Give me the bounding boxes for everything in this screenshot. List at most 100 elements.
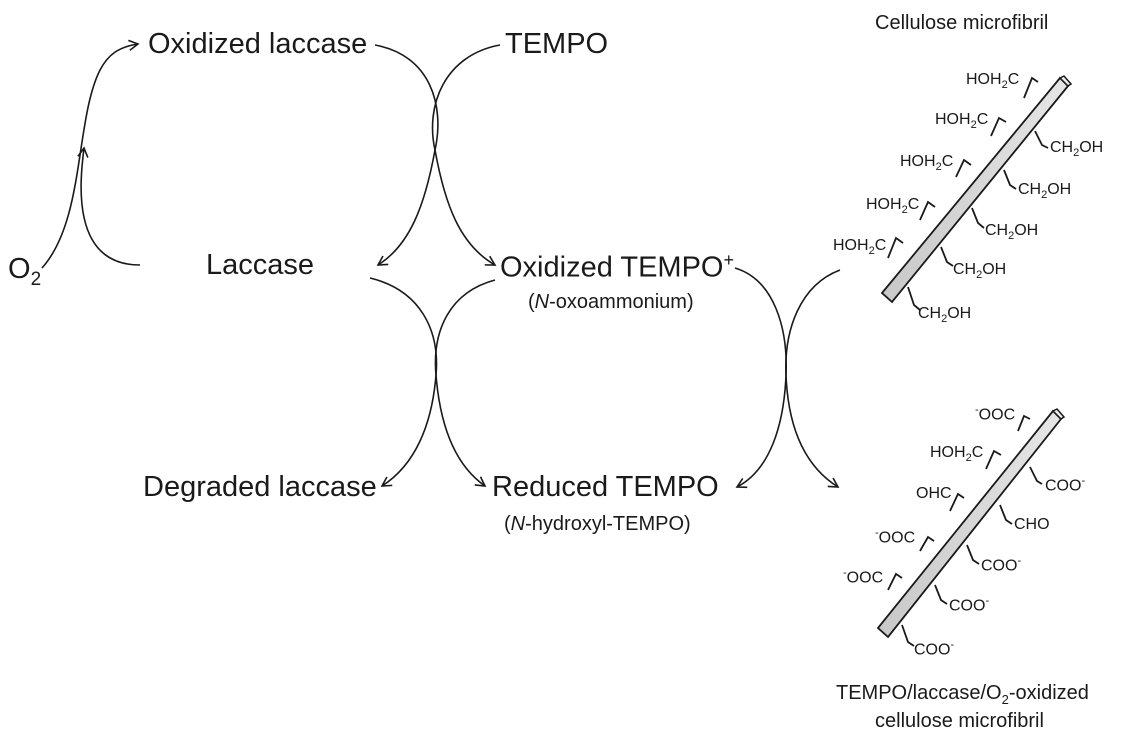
grp-sub: 2: [965, 452, 972, 465]
grp-charge: -: [975, 404, 979, 416]
tempo-label: TEMPO: [505, 28, 609, 60]
arrow-tempo-to-oxidized-tempo: [431, 44, 501, 266]
grp-sub: 2: [941, 313, 948, 326]
grp-a: CH: [1050, 139, 1074, 156]
note-rest: -hydroxyl-TEMPO): [525, 513, 691, 535]
cap-sub: 2: [1001, 692, 1009, 707]
reduced-tempo-label: Reduced TEMPO: [492, 471, 719, 503]
grp-a: OHC: [916, 485, 952, 502]
grp-a: COO: [914, 641, 951, 659]
grp-c: C: [907, 196, 920, 213]
grp-c: OH: [947, 305, 972, 322]
grp-a: HOH: [900, 153, 936, 170]
bottom-right-group: COO-: [949, 596, 989, 614]
grp-a: HOH: [935, 111, 971, 128]
grp-a: OOC: [978, 406, 1016, 424]
top-right-group: CH2OH: [985, 223, 1038, 242]
oxidized-tempo-charge: +: [723, 250, 734, 270]
grp-charge: -: [843, 567, 847, 579]
bottom-left-group: -OOC: [975, 405, 1015, 423]
top-right-group: CH2OH: [1018, 182, 1071, 201]
grp-c: C: [874, 237, 887, 254]
grp-a: OOC: [878, 529, 916, 547]
reduced-tempo-note: (N-hydroxyl-TEMPO): [504, 514, 691, 534]
arrow-tempo-plus-to-reduced: [734, 267, 787, 489]
laccase-label: Laccase: [206, 249, 315, 281]
cellulose-microfibril-rod: [880, 75, 1073, 311]
bottom-right-group: COO-: [1045, 476, 1085, 494]
cap-c: -oxidized: [1008, 682, 1089, 704]
oxidized-tempo-main: Oxidized TEMPO: [500, 251, 724, 284]
note-paren: (: [504, 513, 511, 535]
grp-c: C: [941, 153, 954, 170]
grp-a: CHO: [1014, 516, 1050, 533]
bottom-right-group: CHO: [1014, 517, 1050, 533]
arrow-oxidized-laccase-to-laccase: [374, 44, 439, 266]
grp-charge: -: [1081, 475, 1086, 487]
grp-charge: -: [985, 595, 990, 607]
grp-sub: 2: [901, 204, 908, 217]
grp-a: CH: [985, 222, 1009, 239]
arrow-cellulose-to-oxidized: [785, 269, 841, 488]
oxidized-microfibril-caption-line1: TEMPO/laccase/O2-oxidized: [836, 683, 1089, 706]
grp-a: HOH: [866, 196, 902, 213]
note-rest: -oxoammonium): [549, 291, 694, 313]
o2-label: O2: [8, 255, 41, 289]
note-italic-n: N: [534, 291, 550, 313]
grp-sub: 2: [1041, 189, 1048, 202]
oxidized-tempo-note: (N-oxoammonium): [528, 292, 694, 312]
o2-main: O: [8, 253, 31, 285]
grp-charge: -: [1017, 555, 1022, 567]
grp-charge: -: [875, 527, 879, 539]
oxidized-tempo-label: Oxidized TEMPO+: [500, 251, 734, 283]
oxidized-microfibril-rod: [876, 408, 1066, 647]
bottom-right-group: COO-: [914, 640, 954, 658]
bottom-left-group: HOH2C: [930, 445, 983, 464]
microfibril-title: Cellulose microfibril: [875, 12, 1049, 34]
grp-c: OH: [1047, 181, 1072, 198]
oxidized-microfibril-caption-line2: cellulose microfibril: [875, 710, 1044, 732]
bottom-left-group: -OOC: [843, 568, 883, 586]
arrow-laccase-to-degraded: [369, 277, 438, 487]
grp-c: C: [1007, 71, 1020, 88]
grp-sub: 2: [935, 161, 942, 174]
grp-a: COO: [949, 597, 986, 615]
grp-a: CH: [953, 261, 977, 278]
arrow-laccase-to-oxidized: [77, 146, 141, 266]
grp-sub: 2: [970, 119, 977, 132]
grp-sub: 2: [976, 269, 983, 282]
grp-charge: -: [950, 639, 955, 651]
top-right-group: CH2OH: [1050, 140, 1103, 159]
grp-sub: 2: [1008, 230, 1015, 243]
grp-a: CH: [1018, 181, 1042, 198]
grp-a: HOH: [930, 444, 966, 461]
bottom-right-group: COO-: [981, 556, 1021, 574]
top-left-group: HOH2C: [935, 112, 988, 131]
top-left-group: HOH2C: [900, 154, 953, 173]
grp-c: C: [976, 111, 989, 128]
note-paren: (: [528, 291, 535, 313]
grp-c: OH: [982, 261, 1007, 278]
top-left-group: HOH2C: [833, 238, 886, 257]
grp-a: COO: [981, 557, 1018, 575]
arrow-o2-to-oxidized: [41, 39, 140, 269]
bottom-left-group: -OOC: [875, 528, 915, 546]
grp-a: CH: [918, 305, 942, 322]
note-italic-n: N: [510, 513, 526, 535]
grp-a: HOH: [966, 71, 1002, 88]
grp-sub: 2: [1001, 79, 1008, 92]
top-right-group: CH2OH: [953, 262, 1006, 281]
oxidized-laccase-label: Oxidized laccase: [148, 28, 368, 60]
o2-subscript: 2: [30, 268, 42, 290]
grp-a: HOH: [833, 237, 869, 254]
degraded-laccase-label: Degraded laccase: [143, 471, 377, 503]
arrow-oxidized-tempo-to-reduced: [434, 279, 496, 487]
top-right-group: CH2OH: [918, 306, 971, 325]
grp-a: OOC: [846, 569, 884, 587]
grp-c: OH: [1014, 222, 1039, 239]
top-left-group: HOH2C: [966, 72, 1019, 91]
grp-a: COO: [1045, 477, 1082, 495]
top-left-group: HOH2C: [866, 197, 919, 216]
grp-c: C: [971, 444, 984, 461]
